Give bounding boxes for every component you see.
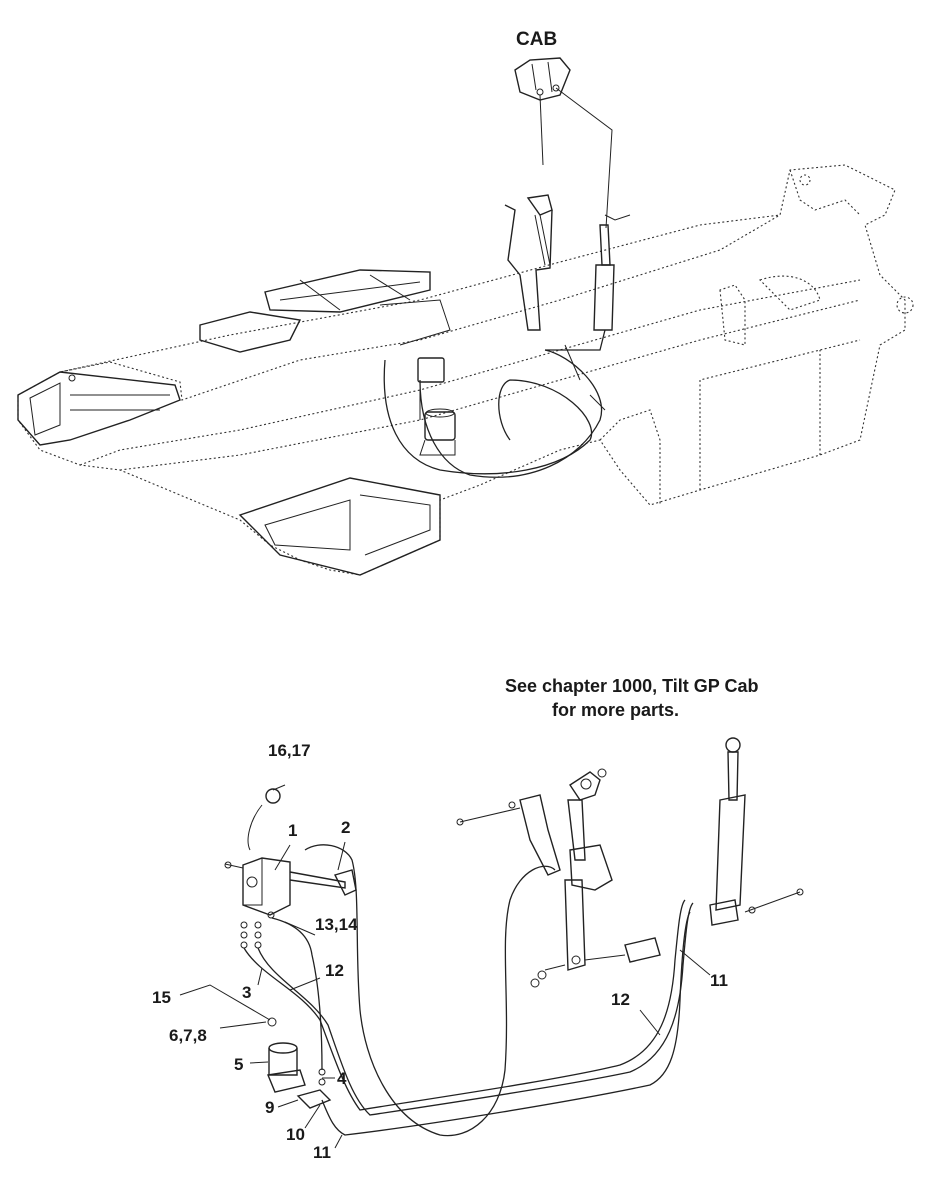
manifold-block <box>296 1068 332 1109</box>
cab-leader-left <box>539 94 544 166</box>
callout-13-14: 13,14 <box>315 915 358 934</box>
callout-6-7-8: 6,7,8 <box>169 1026 207 1045</box>
right-tank <box>238 477 441 576</box>
tilt-lock-link <box>456 768 626 988</box>
pump-assembly <box>417 357 456 456</box>
cab-label: CAB <box>516 29 558 50</box>
tilt-cylinder-top <box>593 214 631 331</box>
chassis-frame-illustration <box>17 57 914 576</box>
callout-3: 3 <box>242 983 252 1002</box>
hydraulic-hoses <box>243 844 694 1137</box>
callout-15: 15 <box>152 988 171 1007</box>
callout-16-17: 16,17 <box>268 741 311 760</box>
cab-leader-right <box>555 87 613 229</box>
callout-11-bottom: 11 <box>313 1143 331 1162</box>
note-line-2: for more parts. <box>552 700 680 720</box>
breather-cap <box>247 788 281 851</box>
callout-12-left: 12 <box>325 961 344 980</box>
tilt-cylinder <box>624 737 804 963</box>
note-line-1: See chapter 1000, Tilt GP Cab <box>505 676 759 696</box>
callout-1: 1 <box>288 821 298 840</box>
cab-mount-bracket <box>514 57 571 101</box>
callout-4: 4 <box>337 1069 347 1088</box>
tilt-link-top <box>504 194 553 331</box>
callout-12-right: 12 <box>611 990 630 1009</box>
callout-leaders <box>179 784 711 1149</box>
hoses-top <box>383 329 606 478</box>
callout-9: 9 <box>265 1098 275 1117</box>
valve-body <box>224 857 357 916</box>
callout-5: 5 <box>234 1055 244 1074</box>
left-tank <box>17 371 181 446</box>
callout-11-right: 11 <box>710 971 728 990</box>
valve-fittings <box>240 911 275 949</box>
platform-rack <box>199 269 451 353</box>
callout-10: 10 <box>286 1125 305 1144</box>
pump <box>267 1017 306 1093</box>
callout-2: 2 <box>341 818 351 837</box>
